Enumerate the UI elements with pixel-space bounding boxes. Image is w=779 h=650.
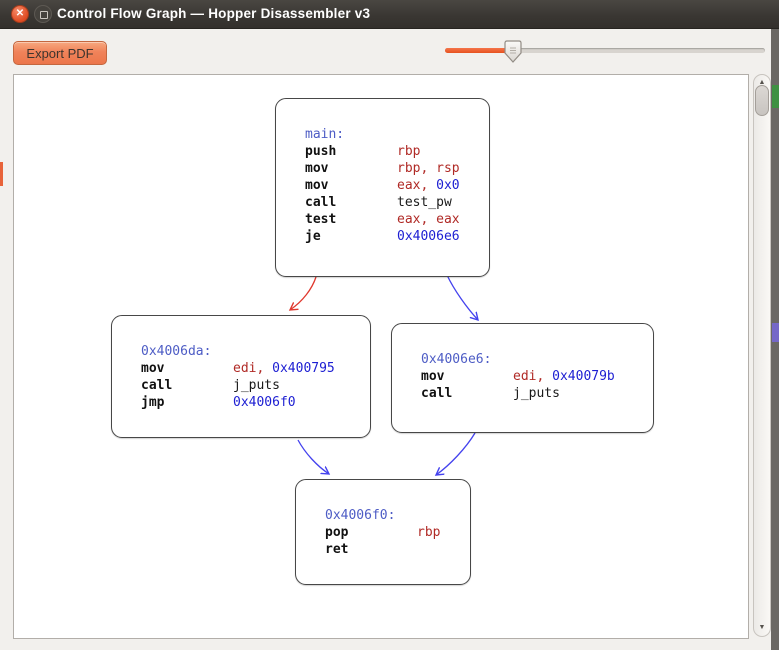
window-title: Control Flow Graph — Hopper Disassembler… — [57, 6, 371, 21]
edge-left-to-exit — [297, 439, 329, 474]
block-label: 0x4006e6: — [421, 352, 492, 367]
desktop-sliver-green — [772, 85, 779, 108]
unmaximize-button[interactable] — [34, 5, 52, 23]
close-button[interactable]: ✕ — [11, 5, 29, 23]
control-flow-edges — [14, 274, 748, 638]
edge-right-to-exit — [436, 432, 476, 475]
launcher-edge-notch — [0, 162, 3, 186]
zoom-slider-handle[interactable] — [503, 40, 523, 64]
unmaximize-icon — [40, 11, 48, 19]
scroll-up-icon[interactable]: ▲ — [758, 79, 766, 86]
scroll-down-icon[interactable]: ▼ — [758, 624, 766, 631]
scrollbar-thumb[interactable] — [755, 85, 769, 116]
export-pdf-button[interactable]: Export PDF — [13, 41, 107, 65]
zoom-slider-fill — [445, 48, 512, 53]
block-label: 0x4006da: — [141, 344, 212, 359]
instruction: ret — [325, 542, 349, 557]
zoom-slider-track[interactable] — [445, 48, 765, 53]
titlebar: ✕ Control Flow Graph — Hopper Disassembl… — [0, 0, 779, 29]
block-label: main: — [305, 127, 345, 142]
edge-main-to-true-branch — [446, 274, 478, 320]
close-icon: ✕ — [15, 8, 25, 19]
vertical-scrollbar[interactable]: ▲ ▼ — [753, 74, 771, 637]
edge-main-to-false-branch — [290, 276, 317, 310]
desktop-sliver-purple — [772, 323, 779, 342]
block-label: 0x4006f0: — [325, 508, 396, 523]
